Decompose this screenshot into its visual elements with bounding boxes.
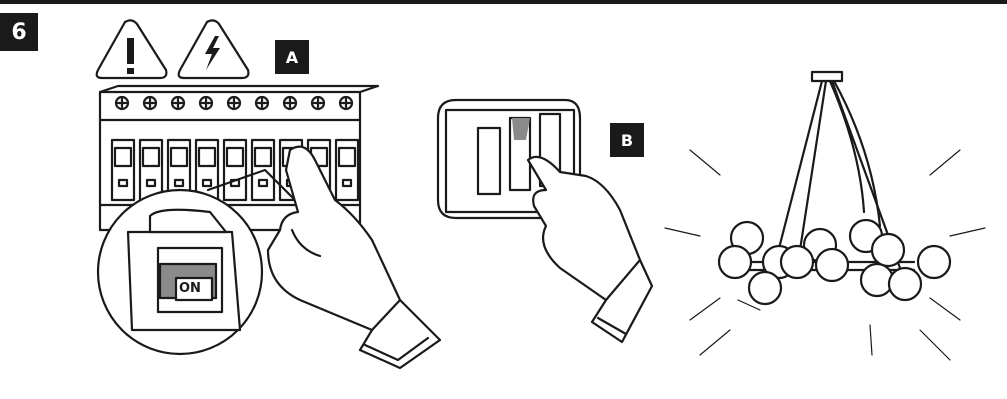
electrical-hazard-icon [179, 20, 249, 78]
label-a-badge: A [275, 40, 309, 74]
warning-exclamation-icon [97, 20, 167, 78]
glass-globe [889, 268, 921, 300]
glass-globe [918, 246, 950, 278]
breaker-indicator [119, 180, 127, 186]
breaker-toggle [199, 148, 215, 166]
glass-globe [816, 249, 848, 281]
breaker-indicator [175, 180, 183, 186]
breaker-toggle [171, 148, 187, 166]
breaker-indicator [259, 180, 267, 186]
breaker-toggle [339, 148, 355, 166]
light-ray [665, 228, 700, 236]
label-b-badge: B [610, 123, 644, 157]
light-ray [930, 150, 960, 175]
hand-pressing-switch [528, 157, 652, 342]
light-ray [700, 330, 730, 355]
glass-globe [749, 272, 781, 304]
breaker-toggle [227, 148, 243, 166]
breaker-toggle [255, 148, 271, 166]
light-ray [690, 150, 720, 175]
breaker-toggle [143, 148, 159, 166]
glass-globe [781, 246, 813, 278]
light-ray [870, 325, 872, 355]
light-ray [930, 298, 960, 320]
light-ray [920, 330, 950, 360]
breaker-indicator [203, 180, 211, 186]
breaker-indicator [147, 180, 155, 186]
light-ray [950, 228, 985, 236]
glass-globe [719, 246, 751, 278]
breaker-toggle [115, 148, 131, 166]
breaker-indicator [343, 180, 351, 186]
light-ray [690, 298, 720, 320]
glass-globe [861, 264, 893, 296]
glass-globe [872, 234, 904, 266]
on-switch-text: ON [179, 281, 201, 296]
terminal-screws [116, 97, 352, 109]
